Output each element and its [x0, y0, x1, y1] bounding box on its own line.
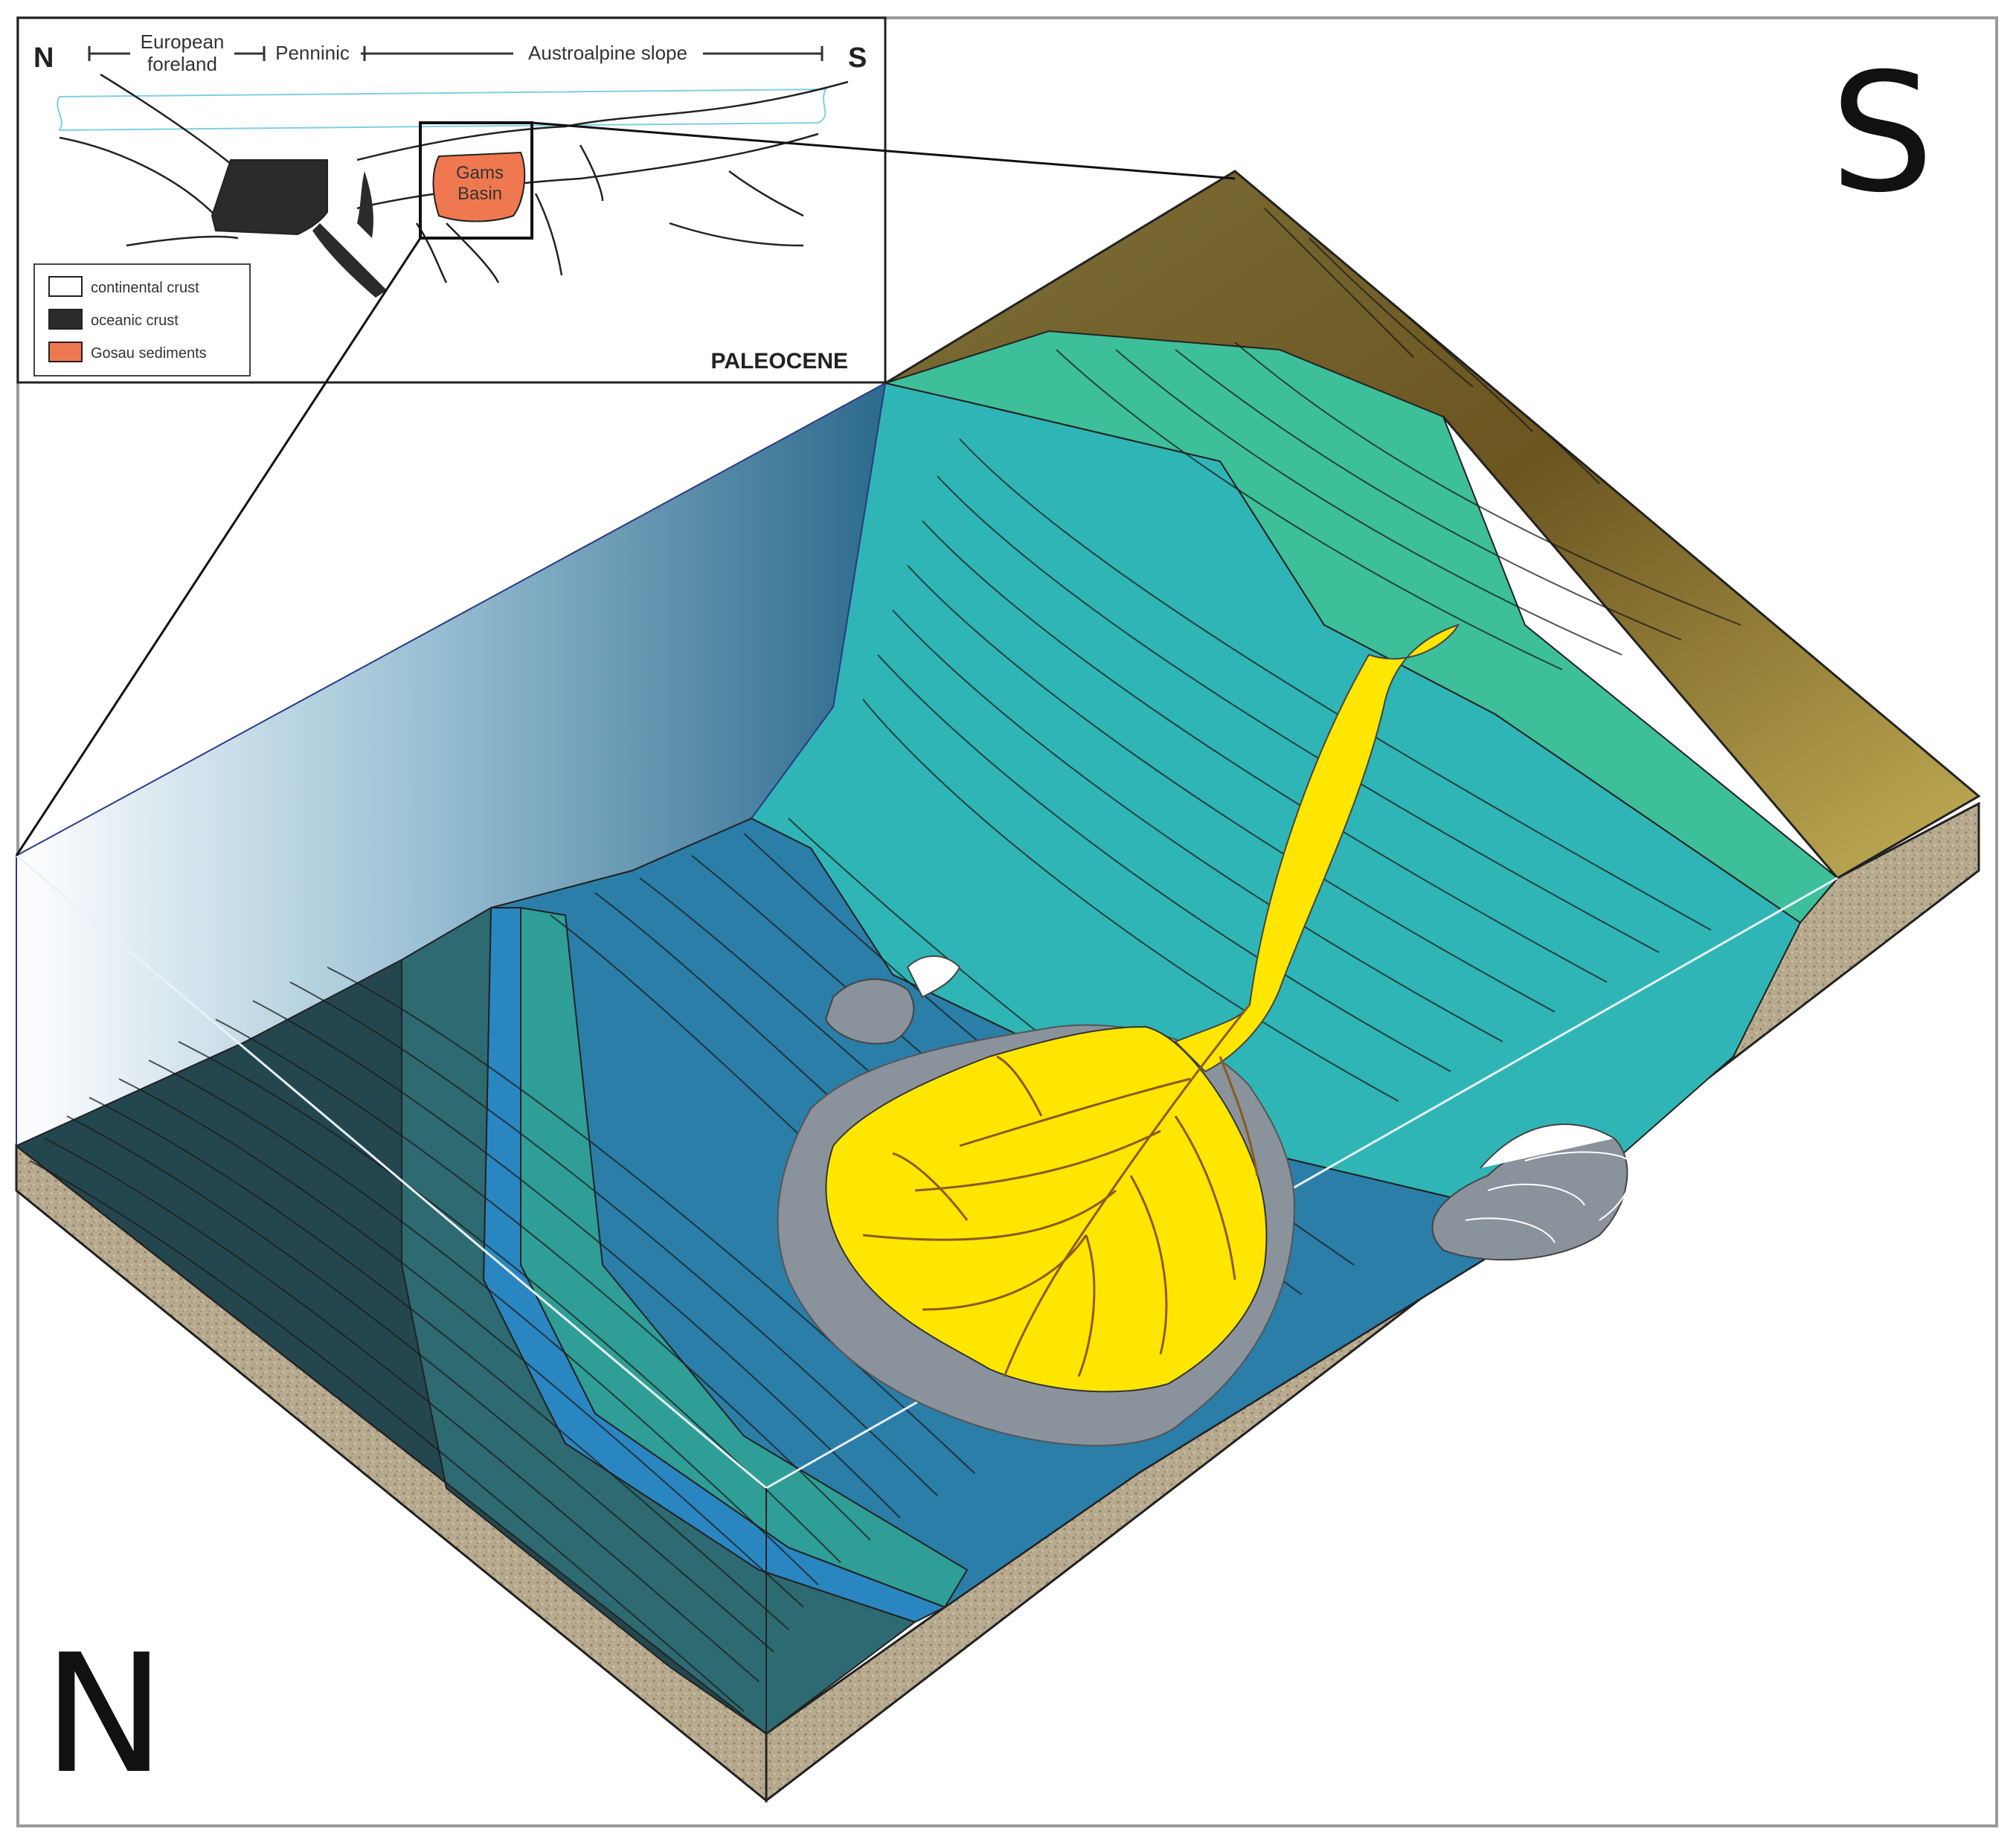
inset-oceanic-crust: [211, 159, 328, 236]
inset-label-european-2: foreland: [147, 53, 217, 75]
legend-label-gosau: Gosau sediments: [91, 345, 207, 362]
inset-sea-surface: [57, 88, 827, 132]
inset-map: N S European foreland Penninic Austroalp…: [16, 16, 887, 384]
inset-highlight-box: [419, 121, 533, 240]
inset-period-label: PALEOCENE: [711, 349, 848, 374]
fan-distributary-channels: [862, 1004, 1259, 1377]
inset-oceanic-fragment: [357, 171, 373, 238]
north-label: N: [43, 1619, 166, 1810]
submarine-fan: [777, 624, 1460, 1446]
inset-label-european-1: European: [141, 31, 225, 53]
legend-swatch-continental: [48, 276, 83, 297]
slump-deposit-right: [1431, 1123, 1632, 1261]
legend-label-continental: continental crust: [91, 280, 199, 296]
inset-south-label: S: [848, 42, 867, 74]
inset-basin-label-1: Gams: [456, 163, 504, 183]
inset-label-penninic: Penninic: [275, 42, 350, 64]
water-edge-line: [16, 854, 767, 1490]
slump-deposit-left: [824, 955, 961, 1045]
feeder-channel: [1174, 624, 1460, 1073]
connector-line-left: [15, 237, 422, 856]
legend-label-oceanic: oceanic crust: [91, 313, 179, 329]
inset-north-label: N: [33, 42, 54, 74]
inset-label-austroalpine: Austroalpine slope: [528, 42, 687, 64]
south-label: S: [1830, 38, 1934, 228]
inset-crust-lines: [59, 73, 849, 283]
inset-oceanic-slab: [312, 223, 387, 298]
inset-basin-label-2: Basin: [458, 184, 502, 204]
inset-legend: continental crust oceanic crust Gosau se…: [33, 263, 251, 376]
fan-lobe: [825, 1025, 1268, 1393]
inset-gams-basin: [432, 151, 526, 222]
connector-line-top: [531, 121, 1236, 180]
legend-swatch-oceanic: [48, 309, 83, 330]
legend-swatch-gosau: [48, 342, 83, 362]
darkest-slope: [15, 958, 767, 1734]
inset-region-bars: [88, 46, 824, 61]
